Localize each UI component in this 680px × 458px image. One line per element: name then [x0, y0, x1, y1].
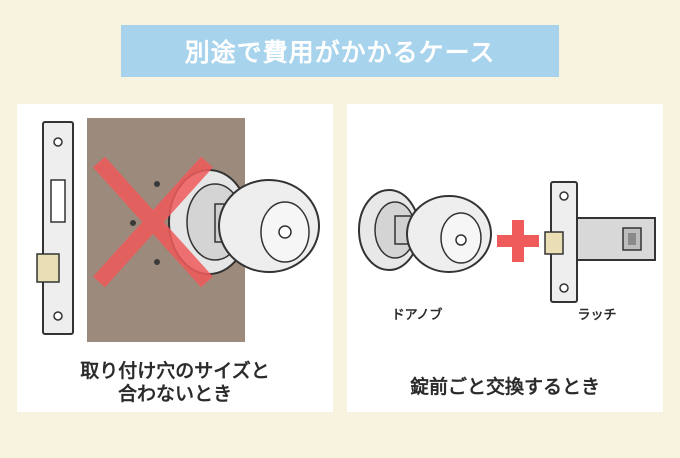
- plate-slot: [50, 179, 66, 223]
- caption-wrong-size: 取り付け穴のサイズと 合わないとき: [17, 360, 333, 406]
- door-hole-2: [154, 259, 160, 265]
- keyhole: [278, 225, 292, 239]
- page-title: 別途で費用がかかるケース: [184, 38, 496, 67]
- case-panel-wrong-size: 取り付け穴のサイズと 合わないとき: [17, 104, 333, 412]
- door-hole-3: [130, 220, 136, 226]
- plate-screw-top: [53, 137, 63, 147]
- plus-icon: [497, 220, 539, 262]
- latch-bolt: [36, 253, 60, 283]
- door-hole-1: [154, 181, 160, 187]
- replace-lock-illustration: [358, 181, 656, 303]
- latch-label: ラッチ: [577, 308, 617, 323]
- knob-label: ドアノブ: [391, 308, 443, 323]
- case-panel-replace-lock: ドアノブ ラッチ 錠前ごと交換するとき: [347, 104, 663, 412]
- latch-icon: [544, 181, 656, 303]
- latch-plate: [42, 121, 74, 335]
- title-banner: 別途で費用がかかるケース: [121, 25, 559, 77]
- wrong-size-illustration: [35, 118, 320, 342]
- cross-mark-icon: [93, 156, 213, 288]
- caption-replace-lock: 錠前ごと交換するとき: [409, 376, 600, 398]
- caption-line-2: 合わないとき: [117, 383, 232, 405]
- caption-line-1: 取り付け穴のサイズと: [80, 360, 270, 382]
- plate-screw-bottom: [53, 311, 63, 321]
- door-knob-icon: [358, 189, 492, 273]
